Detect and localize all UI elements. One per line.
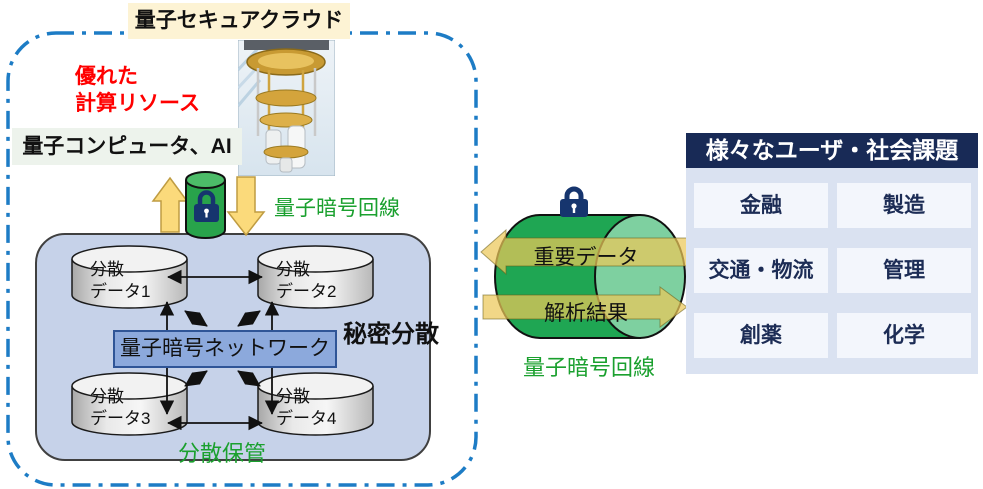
qkd-line-label-link: 量子暗号回線 <box>523 355 656 380</box>
storage-cylinder-2 <box>257 245 374 309</box>
storage-node-3-label: 分散 データ3 <box>90 387 151 428</box>
qkd-line-label-cloud: 量子暗号回線 <box>274 197 400 220</box>
qkd-pipe-graphics <box>480 186 689 339</box>
users-panel-title: 様々なユーザ・社会課題 <box>686 133 978 168</box>
lock-icon <box>560 186 588 217</box>
storage-node-4-label: 分散 データ4 <box>276 387 337 428</box>
lock-icon <box>194 190 219 222</box>
outbound-result-arrow-icon <box>482 286 688 328</box>
inbound-data-label: 重要データ <box>533 246 639 269</box>
user-cell-management: 管理 <box>837 248 971 293</box>
download-arrow-icon <box>226 176 266 237</box>
storage-node-1-label: 分散 データ1 <box>90 260 151 301</box>
distributed-storage-label: 分散保管 <box>178 441 267 466</box>
quantum-network-box: 量子暗号ネットワーク <box>113 330 337 368</box>
compute-resource-label: 優れた 計算リソース <box>75 63 200 117</box>
cloud-access-icons <box>151 171 266 239</box>
cloud-title: 量子セキュアクラウド <box>128 3 350 39</box>
upload-arrow-icon <box>151 176 189 233</box>
users-panel: 金融 製造 交通・物流 管理 創薬 化学 <box>686 168 978 374</box>
distributed-network-graphics <box>71 245 374 436</box>
secret-sharing-label: 秘密分散 <box>343 321 439 348</box>
storage-cylinder-3 <box>71 372 188 436</box>
compute-resource-line2: 計算リソース <box>75 92 200 115</box>
user-cell-chemistry: 化学 <box>837 313 971 358</box>
storage-cylinder-1 <box>71 245 188 309</box>
compute-resource-line1: 優れた <box>75 65 138 88</box>
outbound-result-label: 解析結果 <box>544 302 628 325</box>
user-cell-finance: 金融 <box>694 183 828 228</box>
quantum-computer-ai-label: 量子コンピュータ、AI <box>12 128 242 165</box>
storage-node-2-label: 分散 データ2 <box>276 260 337 301</box>
user-cell-transport: 交通・物流 <box>694 248 828 293</box>
user-cell-drug: 創薬 <box>694 313 828 358</box>
user-cell-manufacturing: 製造 <box>837 183 971 228</box>
storage-cylinder-4 <box>257 372 374 436</box>
quantum-computer-photo <box>238 40 335 176</box>
